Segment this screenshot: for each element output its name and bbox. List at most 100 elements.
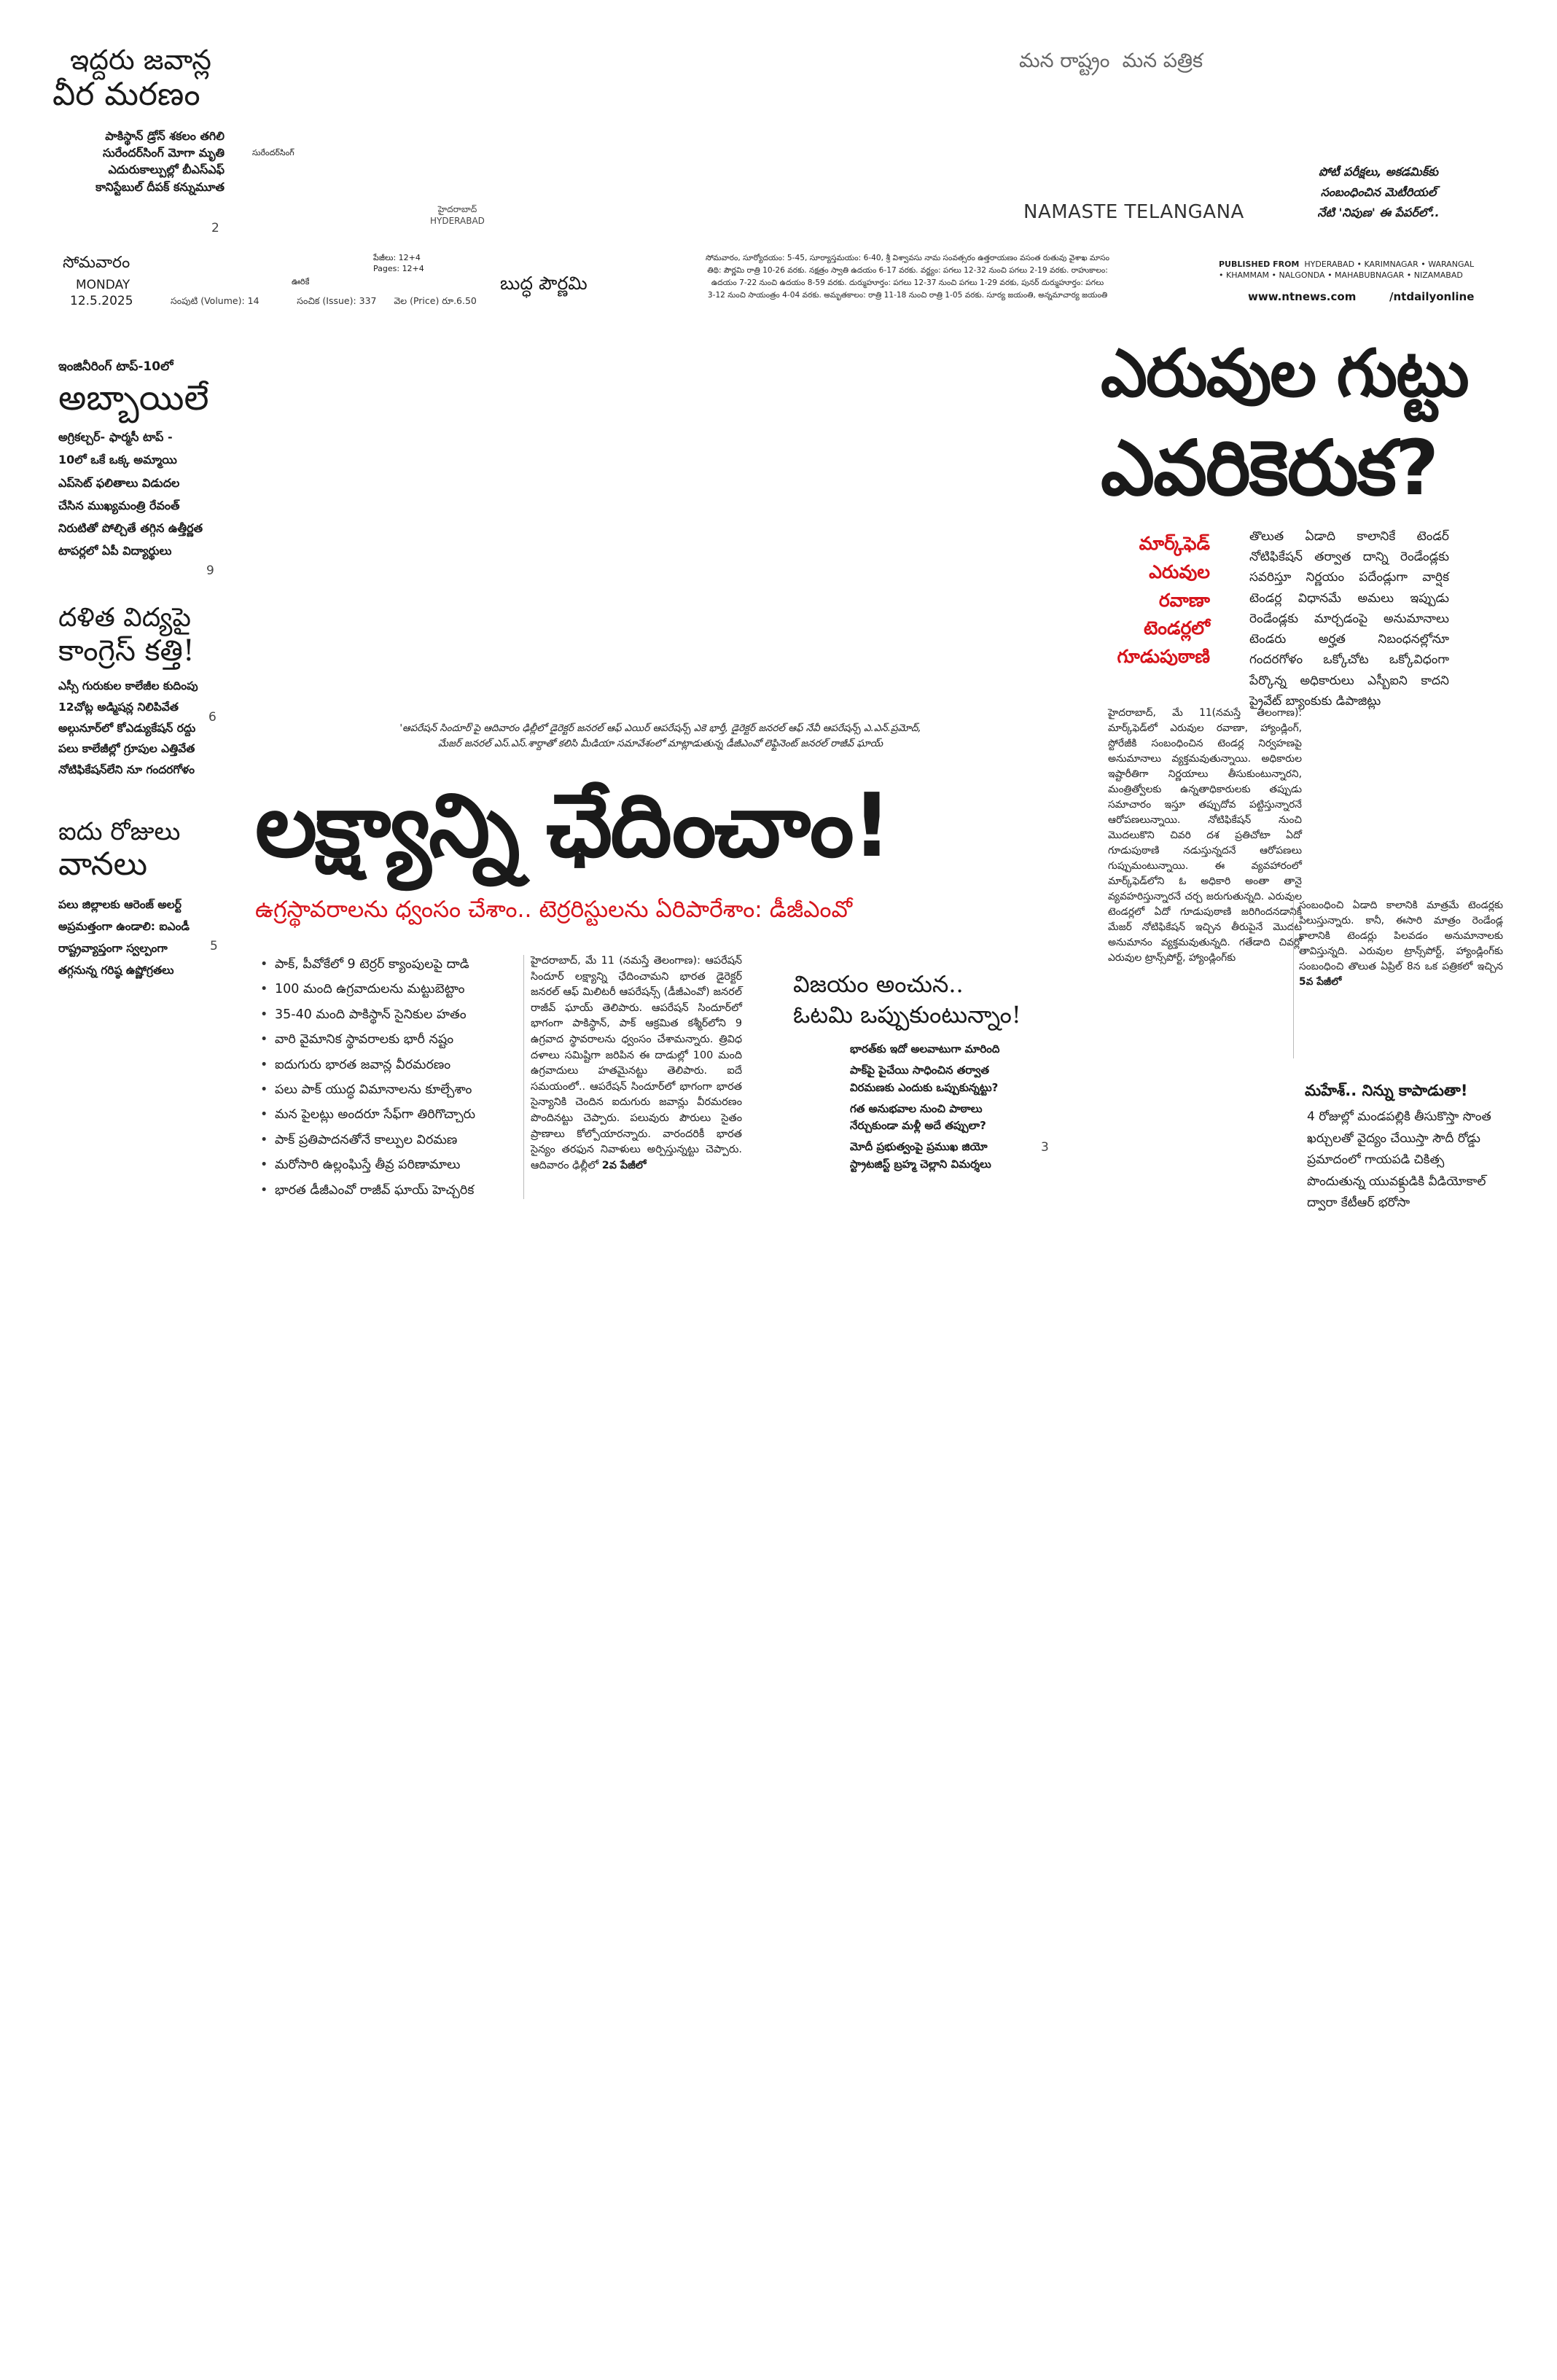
teaser-line: నోటిఫికేషన్‌లేని నూ గందరగోళం — [58, 762, 195, 776]
teaser-line: ఎప్‌సెట్ ఫలితాలు విడుదల — [58, 475, 180, 490]
teaser-line: తగ్గనున్న గరిష్ఠ ఉష్ణోగ్రతలు — [58, 964, 174, 978]
ktr-box-headline[interactable]: మహేశ్.. నిన్ను కాపాడుతా! — [1305, 1082, 1468, 1099]
lead-body: హైదరాబాద్, మే 11 (నమస్తే తెలంగాణ): ఆపరేష… — [531, 953, 742, 1174]
side-point: మోదీ ప్రభుత్వంపై ప్రముఖ జియో — [850, 1140, 988, 1154]
teaser-head-line2: వీర మరణం — [52, 75, 200, 113]
teaser-line: అగ్రికల్చర్- ఫార్మసీ టాప్ - — [58, 430, 173, 445]
masthead-volume-issue-price: సంపుటి (Volume): 14 సంచిక (Issue): 337 వ… — [171, 295, 477, 309]
side-story-points: భారత్‌కు ఇదో అలవాటుగా మారింది పాక్‌పై పై… — [850, 1041, 1061, 1173]
teaser-engineering-toppers[interactable]: ఇంజినీరింగ్ టాప్-10లో అబ్బాయిలే అగ్రికల్… — [58, 359, 233, 562]
promo-line: సంబంధించిన మెటీరియల్ — [1320, 185, 1437, 199]
subhead-line: టెండర్లలో — [1143, 617, 1210, 639]
panchangam-line: తిథి: పౌర్ణమి రాత్రి 10-26 వరకు. నక్షత్ర… — [707, 265, 1108, 275]
teaser-line: సురేందర్‌సింగ్ మోగా మృతి — [103, 146, 225, 160]
subhead-line: ఎరువుల — [1149, 561, 1210, 582]
lead-headline[interactable]: లక్ష్యాన్ని ఛేదించాం! — [255, 776, 891, 877]
bullet-item: భారత డీజీఎంవో రాజీవ్ ఘాయ్ హెచ్చరిక — [259, 1178, 518, 1203]
masthead-date: 12.5.2025 — [70, 294, 133, 308]
fertilizer-red-subhead: మార్క్‌ఫెడ్ ఎరువుల రవాణా టెండర్లలో గూడుప… — [1108, 530, 1210, 671]
side-point: విరమణకు ఎందుకు ఒప్పుకున్నట్టు? — [850, 1080, 999, 1094]
teaser-rains[interactable]: ఐదు రోజులు వానలు పలు జిల్లాలకు ఆరెంజ్ అల… — [58, 817, 233, 982]
fertilizer-body-col2: సంబంధించి ఏడాది కాలానికి మాత్రమే టెండర్ల… — [1299, 898, 1503, 990]
masthead-nipuna-promo[interactable]: పోటీ పరీక్షలు, అకడమిక్‌కు సంబంధించిన మెట… — [1295, 162, 1462, 223]
panchangam-line: 3-12 నుంచి సాయంత్రం 4-04 వరకు. అమృతకాలం:… — [707, 290, 1108, 300]
teaser-head: అబ్బాయిలే — [58, 378, 209, 418]
masthead-paper-name[interactable]: NAMASTE TELANGANA — [1023, 201, 1244, 223]
teaser-line: రాష్ట్రవ్యాప్తంగా స్వల్పంగా — [58, 942, 168, 956]
side-point: నేర్చుకుండా మళ్లీ అదే తప్పులా? — [850, 1119, 986, 1132]
caption-line: మేజర్ జనరల్ ఎస్.ఎస్.శార్దా‌తో కలిసి మీడి… — [437, 738, 883, 749]
fertilizer-headline-line1[interactable]: ఎరువుల గుట్టు — [1101, 335, 1470, 412]
teaser-line: చేసిన ముఖ్యమంత్రి రేవంత్ — [58, 498, 180, 512]
teaser-line: అప్రమత్తంగా ఉండాలి: ఐఎండీ — [58, 919, 190, 933]
teaser-line: పలు కాలేజీల్లో గ్రూపుల ఎత్తివేత — [58, 742, 195, 756]
published-label: PUBLISHED FROM — [1219, 260, 1300, 269]
teaser-head-line2: వానలు — [58, 846, 148, 883]
pages-telugu: పేజీలు: 12+4 — [373, 253, 421, 262]
bullet-item: ఐదుగురు భారత జవాన్ల వీరమరణం — [259, 1053, 518, 1078]
bullet-item: 100 మంది ఉగ్రవాదులను మట్టుబెట్టాం — [259, 977, 518, 1002]
side-story-head2: ఓటమి ఒప్పుకుంటున్నాం! — [793, 1000, 1021, 1029]
editions-line: • KHAMMAM • NALGONDA • MAHABUBNAGAR • NI… — [1219, 270, 1463, 281]
continued-link[interactable]: 5వ పేజీలో — [1299, 975, 1342, 988]
bullet-item: పాక్ ప్రతిపాదనతోనే కాల్పుల విరమణ — [259, 1128, 518, 1153]
promo-line: పోటీ పరీక్షలు, అకడమిక్‌కు — [1318, 165, 1439, 179]
subhead-line: మార్క్‌ఫెడ్ — [1139, 533, 1210, 554]
teaser-two-jawans[interactable]: ఇద్దరు జవాన్ల వీర మరణం — [52, 44, 227, 114]
teaser-line: పలు జిల్లాలకు ఆరెంజ్ అలర్ట్ — [58, 897, 182, 911]
column-rule — [1293, 898, 1294, 1058]
fertilizer-intro-points: తొలుత ఏడాది కాలానికే టెండర్ నోటిఫికేషన్ … — [1249, 529, 1449, 709]
masthead-festival: బుద్ధ పౌర్ణమి — [500, 273, 588, 294]
teaser-head-line2: కాంగ్రెస్ కత్తి! — [58, 634, 195, 668]
side-point: పాక్‌పై పైచేయి సాధించిన తర్వాత — [850, 1064, 990, 1077]
page-ref: 3 — [1041, 1140, 1049, 1155]
caption-line: 'ఆపరేషన్ సిందూర్'పై ఆదివారం ఢిల్లీలో డైర… — [399, 723, 921, 734]
promo-line: నేటి 'నిపుణ' ఈ పేపర్‌లో.. — [1317, 206, 1440, 219]
continued-link[interactable]: 2వ పేజీలో — [601, 1159, 647, 1171]
teaser-kicker: ఇంజినీరింగ్ టాప్-10లో — [58, 359, 173, 374]
lead-photo-caption: 'ఆపరేషన్ సిందూర్'పై ఆదివారం ఢిల్లీలో డైర… — [340, 722, 981, 752]
price: వెల (Price) రూ.6.50 — [394, 295, 477, 306]
fertilizer-headline-line2[interactable]: ఎవరికెరుక? — [1101, 424, 1439, 512]
page-ref: 5 — [1398, 1182, 1406, 1196]
volume: సంపుటి (Volume): 14 — [171, 295, 260, 306]
side-story-chellaney[interactable]: విజయం అంచున.. ఓటమి ఒప్పుకుంటున్నాం! — [793, 969, 1085, 1030]
teaser-dalit-education[interactable]: దళిత విద్యపై కాంగ్రెస్ కత్తి! ఎస్సీ గురు… — [58, 602, 233, 781]
teaser-line: 10లో ఒకే ఒక్క అమ్మాయి — [58, 453, 177, 467]
editions-line: HYDERABAD • KARIMNAGAR • WARANGAL — [1304, 260, 1475, 269]
bullet-item: 35-40 మంది పాకిస్థాన్ సైనికుల హతం — [259, 1002, 518, 1028]
city-english: HYDERABAD — [430, 215, 485, 226]
ktr-box-body: 4 రోజుల్లో మండపల్లికి తీసుకొస్తా సొంత ఖర… — [1307, 1109, 1491, 1211]
body-text: సంబంధించి ఏడాది కాలానికి మాత్రమే టెండర్ల… — [1299, 900, 1503, 972]
side-point: స్ట్రాటజిస్ట్ బ్రహ్మ చెల్లాని విమర్శలు — [850, 1157, 991, 1171]
side-point: గత అనుభవాల నుంచి పాఠాలు — [850, 1101, 983, 1115]
masthead-pages: పేజీలు: 12+4 Pages: 12+4 — [373, 253, 424, 275]
page-ref: 2 — [211, 221, 219, 235]
teaser-two-jawans-body: పాకిస్థాన్ డ్రోన్ శకలం తగిలి సురేందర్‌సి… — [79, 128, 225, 195]
masthead-social-link[interactable]: /ntdailyonline — [1389, 290, 1475, 303]
column-rule — [523, 955, 524, 1199]
bullet-item: పాక్, పీవోకేలో 9 టెర్రర్ క్యాంపులపై దాడి — [259, 952, 518, 978]
pages-english: Pages: 12+4 — [373, 263, 424, 273]
side-story-head1: విజయం అంచున.. — [793, 970, 964, 998]
fertilizer-body-col1: హైదరాబాద్, మే 11(నమస్తే తెలంగాణ): మార్క్… — [1108, 707, 1302, 964]
teaser-line: నిరుటితో పోల్చితే తగ్గిన ఉత్తీర్ణత — [58, 520, 203, 535]
masthead-editions: PUBLISHED FROM HYDERABAD • KARIMNAGAR • … — [1219, 259, 1474, 281]
bullet-item: మన పైలట్లు అందరూ సేఫ్‌గా తిరిగొచ్చారు — [259, 1102, 518, 1128]
side-point: భారత్‌కు ఇదో అలవాటుగా మారింది — [850, 1042, 1000, 1056]
page-ref: 5 — [210, 939, 218, 953]
teaser-head-line1: ఇద్దరు జవాన్ల — [70, 44, 211, 76]
masthead-edition-city: ఊరికే — [292, 277, 310, 286]
city-telugu: హైదరాబాద్ — [437, 204, 477, 214]
body-text: హైదరాబాద్, మే 11 (నమస్తే తెలంగాణ): ఆపరేష… — [531, 955, 742, 1171]
bullet-item: మరోసారి ఉల్లంఘిస్తే తీవ్ర పరిణామాలు — [259, 1152, 518, 1178]
masthead-small-name: సురేందర్‌సింగ్ — [252, 148, 294, 157]
teaser-head-line1: ఐదు రోజులు — [58, 817, 181, 846]
teaser-head-line1: దళిత విద్యపై — [58, 603, 192, 633]
teaser-line: ఎస్సీ గురుకుల కాలేజీల కుదింపు — [58, 679, 198, 693]
teaser-line: టాపర్లలో ఏపీ విద్యార్థులు — [58, 544, 172, 558]
masthead-panchangam: సోమవారం, సూర్యోదయం: 5-45, సూర్యాస్తమయం: … — [623, 252, 1192, 302]
masthead-website-link[interactable]: www.ntnews.com — [1248, 290, 1357, 303]
teaser-line: 12చోట్ల అడ్మిషన్ల నిలిపివేత — [58, 700, 179, 714]
